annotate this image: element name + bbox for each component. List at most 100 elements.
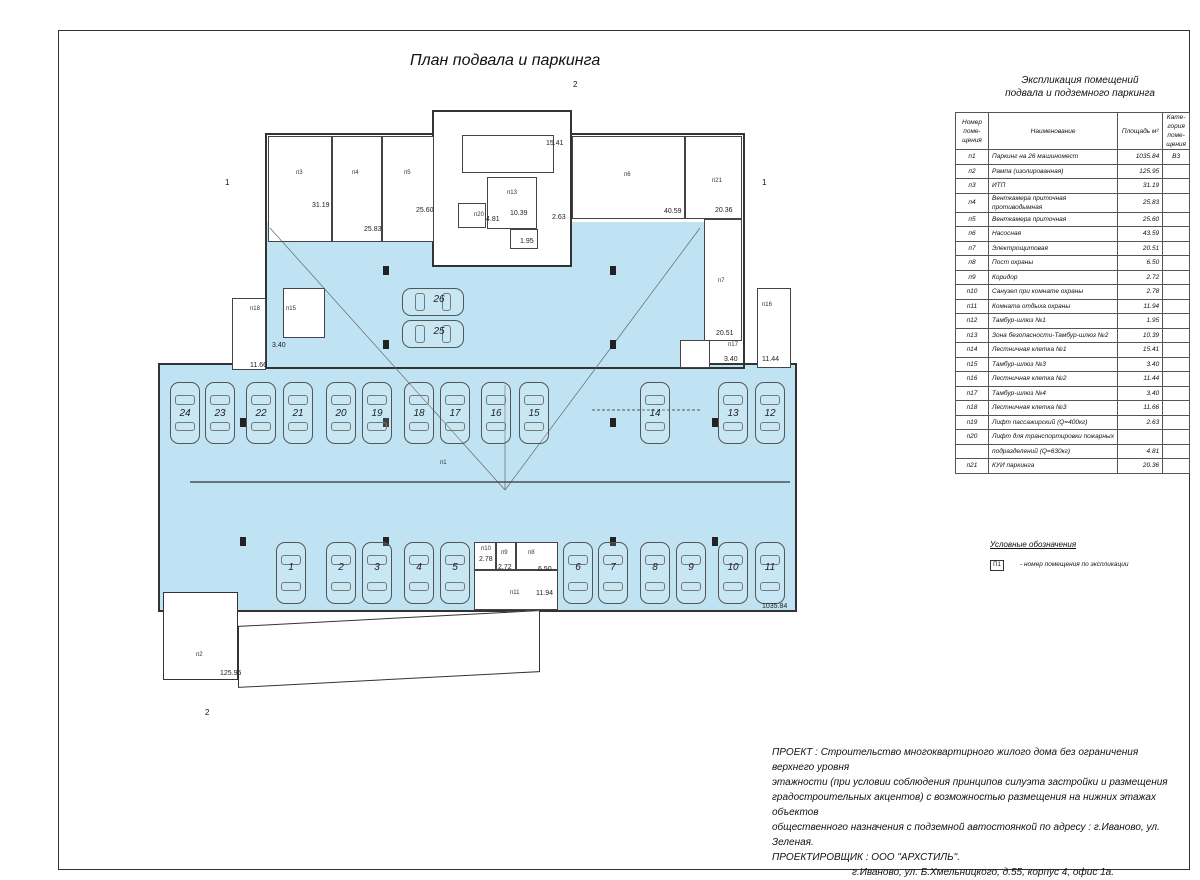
parking-space-19 (362, 382, 392, 444)
parking-space-8 (640, 542, 670, 604)
header-category: Кате- гория поме- щения (1162, 112, 1190, 150)
room-area: 4.81 (486, 216, 500, 223)
room-p12 (510, 229, 538, 249)
parking-space-11 (755, 542, 785, 604)
space-number: 18 (413, 408, 425, 419)
cell-cat (1162, 356, 1190, 372)
cell-area (1117, 429, 1164, 445)
legend-title: Условные обозначения (990, 540, 1077, 549)
space-number: 2 (338, 562, 344, 573)
room-label: п3 (296, 170, 303, 176)
cell-name: Электрощитовая (987, 240, 1119, 256)
cell-area: 31.19 (1117, 178, 1164, 194)
cell-area: 2.72 (1117, 269, 1164, 285)
cell-cat (1162, 458, 1190, 474)
space-number: 1 (288, 562, 294, 573)
room-area: 11.44 (762, 356, 779, 363)
room-p7 (704, 219, 742, 341)
room-area: 1035.84 (762, 603, 788, 610)
cell-area: 43.59 (1117, 226, 1164, 242)
parking-space-17 (440, 382, 470, 444)
space-number: 20 (335, 408, 347, 419)
space-number: 25 (433, 326, 445, 337)
parking-space-2 (326, 542, 356, 604)
cell-name: Тамбур-шлюз №3 (987, 356, 1119, 372)
drawing-frame (58, 30, 1190, 870)
room-label: п11 (510, 590, 520, 596)
parking-space-16 (481, 382, 511, 444)
cell-cat (1162, 163, 1190, 179)
cell-area: 11.44 (1117, 371, 1164, 387)
room-label: п15 (286, 306, 296, 312)
cell-name: подразделений (Q=630кг) (987, 443, 1119, 459)
cell-num: п11 (955, 298, 989, 314)
space-number: 19 (371, 408, 383, 419)
space-number: 21 (292, 408, 304, 419)
room-label: п7 (718, 278, 725, 284)
cell-name: Лестничная клетка №3 (987, 400, 1119, 416)
plan-title: План подвала и паркинга (410, 52, 601, 69)
room-label: п4 (352, 170, 359, 176)
room-p13 (487, 177, 537, 229)
cell-area: 25.60 (1117, 211, 1164, 227)
parking-space-24 (170, 382, 200, 444)
room-area: 2.72 (498, 564, 512, 571)
room-area: 3.40 (724, 356, 738, 363)
cell-name: Рампа (изолированная) (987, 163, 1119, 179)
space-number: 11 (764, 562, 776, 573)
project-line: ПРОЕКТ : Строительство многоквартирного … (772, 747, 1139, 773)
section-marker: 1 (762, 178, 767, 187)
space-number: 22 (255, 408, 267, 419)
cell-cat (1162, 255, 1190, 271)
room-area: 125.95 (220, 670, 242, 677)
cell-name: Лестничная клетка №2 (987, 371, 1119, 387)
room-area: 2.78 (479, 556, 493, 563)
cell-name: Пост охраны (987, 255, 1119, 271)
table-header: Номер поме- щения Наименование Площадь м… (955, 112, 1190, 150)
room-label: п13 (507, 190, 517, 196)
cell-num: п17 (955, 385, 989, 401)
column (240, 418, 246, 427)
cell-area: 2.63 (1117, 414, 1164, 430)
cell-cat (1162, 178, 1190, 194)
cell-area: 11.94 (1117, 298, 1164, 314)
project-description: ПРОЕКТ : Строительство многоквартирного … (772, 745, 1172, 880)
cell-num: п12 (955, 313, 989, 329)
space-number: 16 (490, 408, 502, 419)
column (383, 266, 389, 275)
parking-space-21 (283, 382, 313, 444)
column (610, 266, 616, 275)
parking-space-13 (718, 382, 748, 444)
room-area: 40.59 (664, 208, 682, 215)
cell-name: Венткамера приточная (987, 211, 1119, 227)
cell-name: Паркинг на 26 машиномест (987, 149, 1119, 165)
section-marker: 2 (205, 708, 210, 717)
parking-space-9 (676, 542, 706, 604)
room-label: п21 (712, 178, 722, 184)
cell-cat (1162, 269, 1190, 285)
cell-name: Лестничная клетка №1 (987, 342, 1119, 358)
cell-num: п4 (955, 192, 989, 213)
parking-space-4 (404, 542, 434, 604)
space-number: 17 (449, 408, 461, 419)
cell-num: п3 (955, 178, 989, 194)
room-label: п6 (624, 172, 631, 178)
space-number: 9 (688, 562, 694, 573)
room-p10 (474, 542, 496, 570)
ramp-p2 (163, 592, 238, 680)
room-area: 20.51 (716, 330, 734, 337)
parking-space-20 (326, 382, 356, 444)
space-number: 24 (179, 408, 191, 419)
